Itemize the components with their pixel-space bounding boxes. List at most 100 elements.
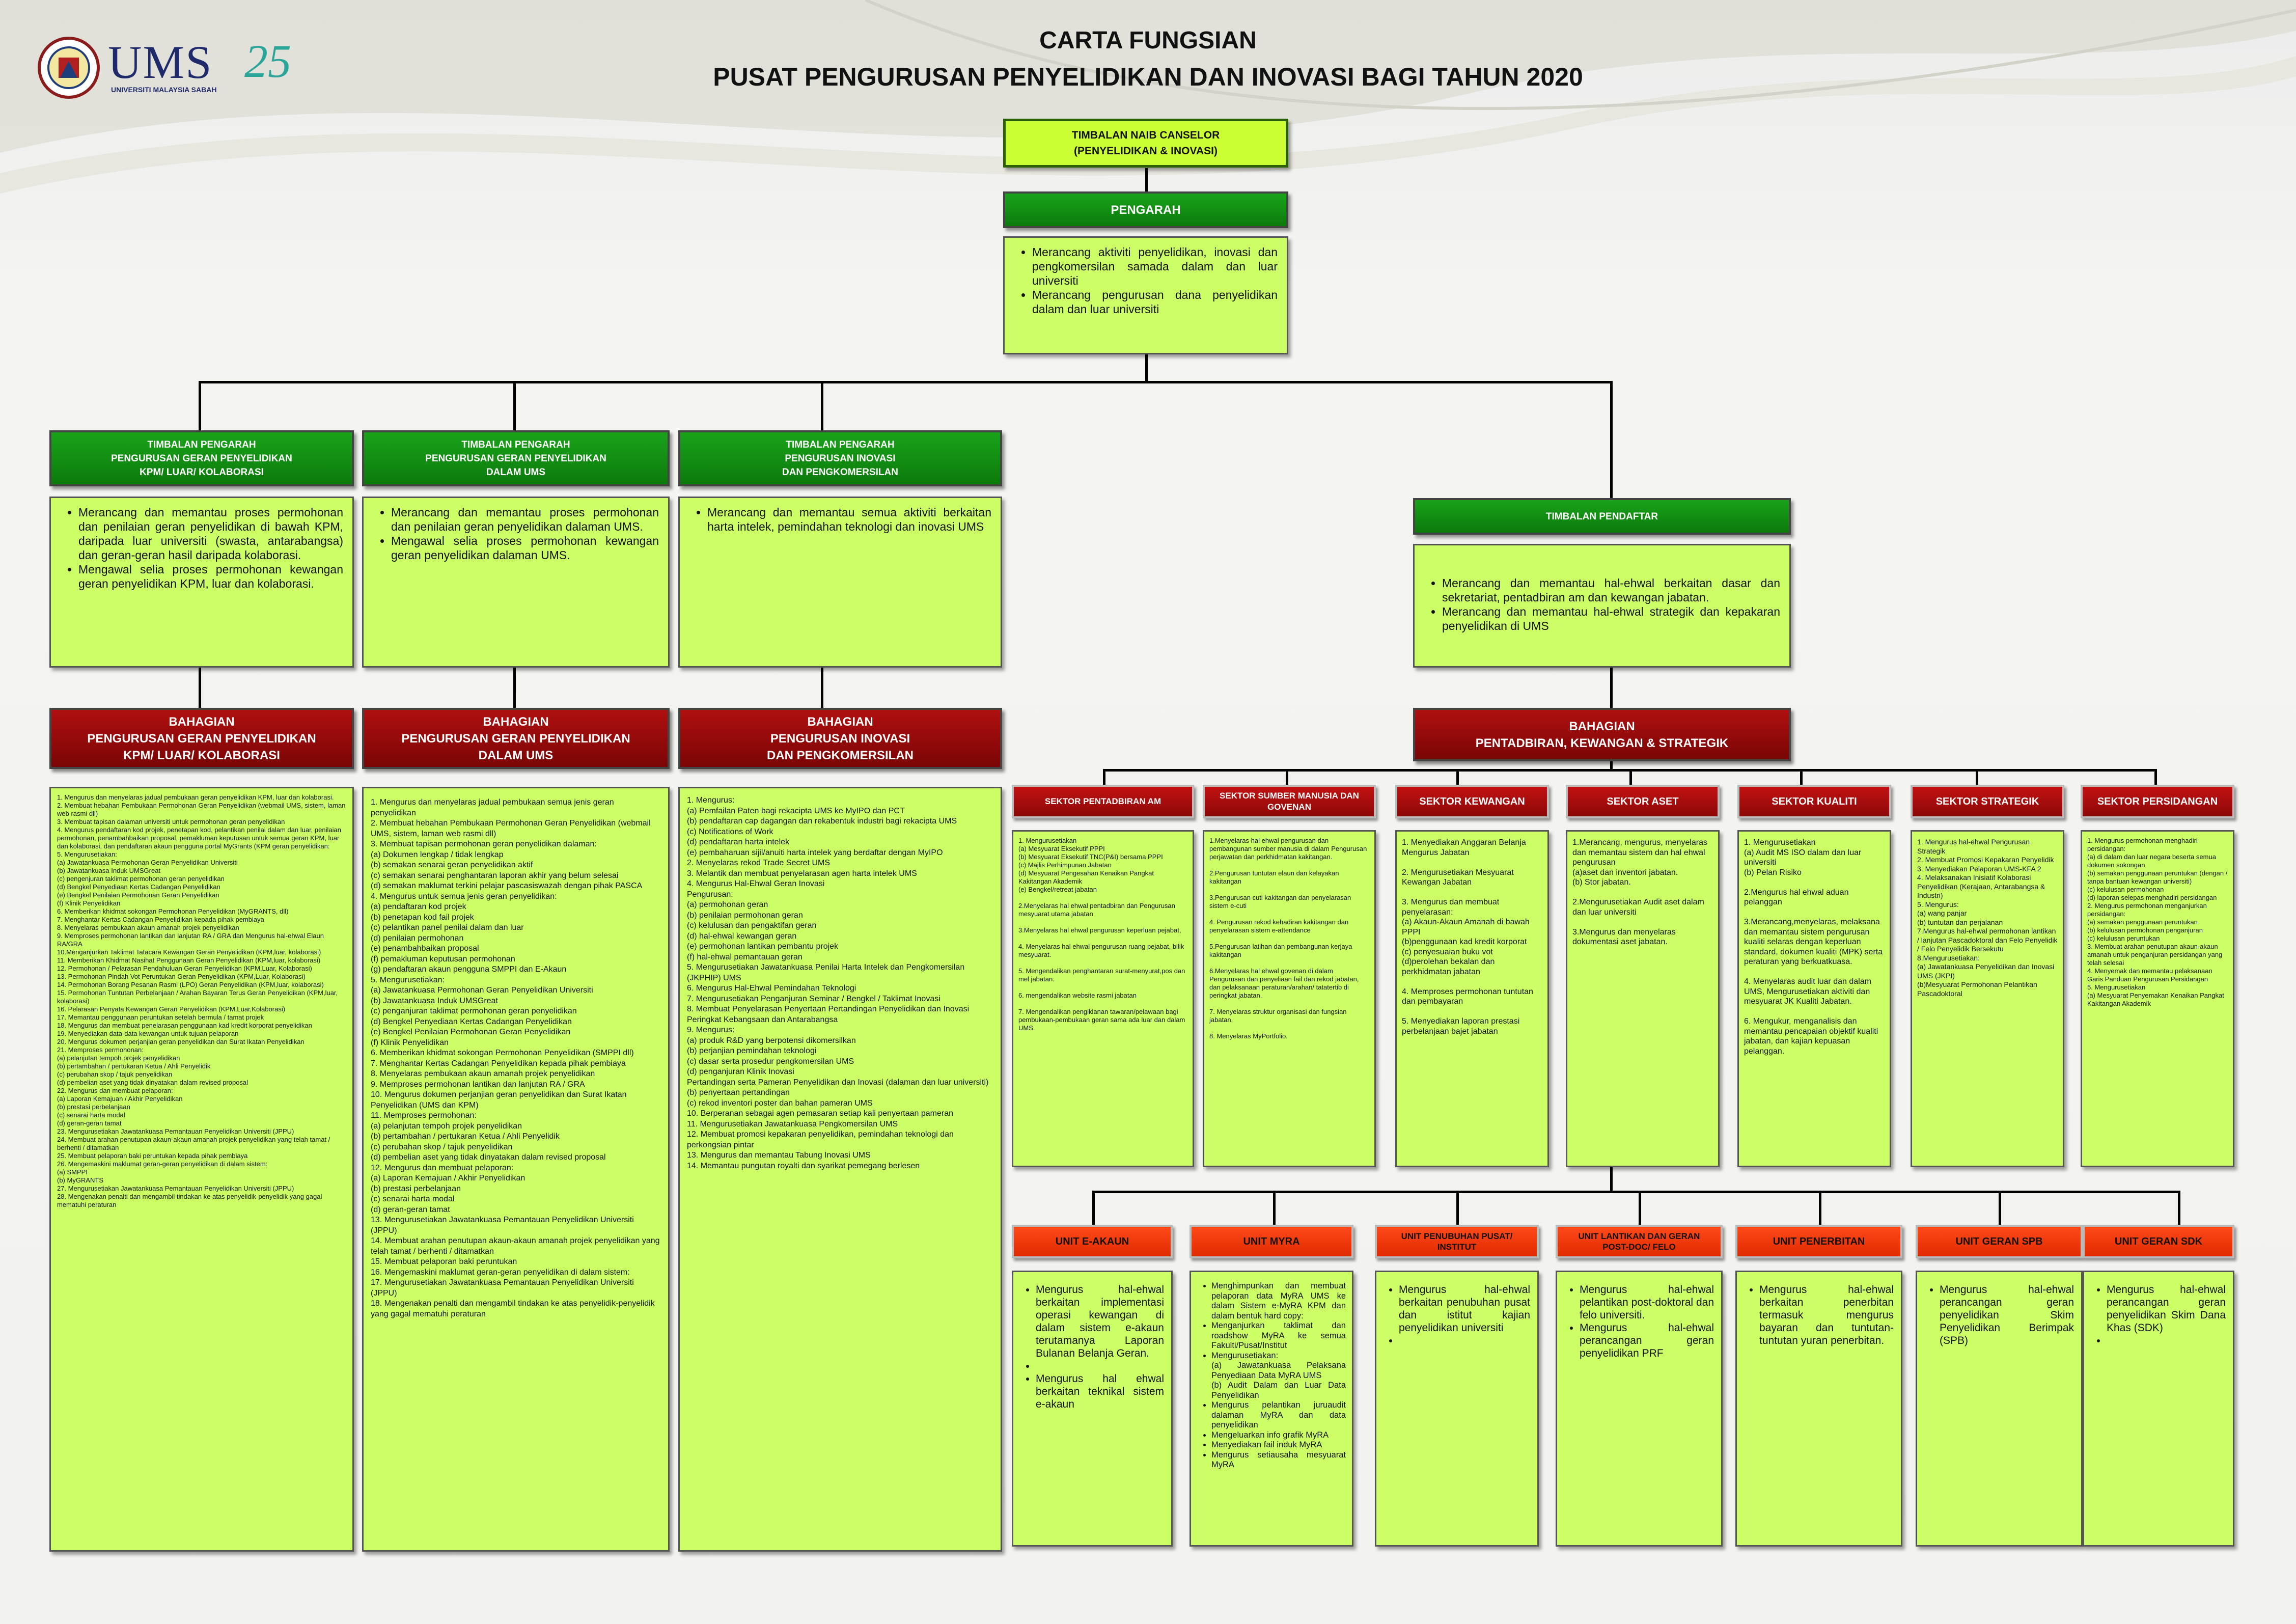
unit-penubuhan-duties: Mengurus hal-ehwal berkaitan penubuhan p… — [1375, 1271, 1539, 1547]
unit-lantikan-header: UNIT LANTIKAN DAN GERAN POST-DOC/ FELO — [1556, 1225, 1723, 1258]
connector — [199, 667, 201, 708]
bahagian-inovasi-header: BAHAGIAN PENGURUSAN INOVASI DAN PENGKOME… — [678, 708, 1002, 769]
duty-item — [1036, 1360, 1164, 1372]
duty-item: Mengeluarkan info grafik MyRA — [1211, 1430, 1346, 1441]
connector — [1456, 769, 1459, 785]
duty-item: Mengurus hal ehwal berkaitan teknikal si… — [1036, 1372, 1164, 1411]
connector — [513, 381, 516, 431]
duty-item: Mengawal selia proses permohonan kewanga… — [391, 534, 659, 562]
duty-item — [1399, 1334, 1530, 1347]
duty-item: Merancang pengurusan dana penyelidikan d… — [1032, 288, 1278, 316]
connector — [199, 381, 1612, 383]
duty-item: Mengurus hal-ehwal berkaitan penerbitan … — [1759, 1283, 1894, 1347]
connector — [1819, 1191, 1821, 1226]
bahagian-dalam-ums-header: BAHAGIAN PENGURUSAN GERAN PENYELIDIKAN D… — [362, 708, 670, 769]
connector — [1092, 1191, 1095, 1226]
connector — [199, 381, 201, 431]
sektor-sumber-manusia-header: SEKTOR SUMBER MANUSIA DAN GOVENAN — [1203, 785, 1376, 818]
duty-item: Mengurus setiausaha mesyuarat MyRA — [1211, 1450, 1346, 1470]
duty-item — [2107, 1334, 2226, 1347]
sektor-strategik-header: SEKTOR STRATEGIK — [1911, 785, 2064, 818]
connector — [1976, 769, 1978, 785]
connector — [1610, 761, 1613, 770]
duty-item: Merancang dan memantau semua aktiviti be… — [707, 505, 991, 534]
connector — [1103, 769, 1105, 785]
connector — [1610, 1166, 1613, 1192]
sektor-strategik-duties: 1. Mengurus hal-ehwal Pengurusan Strateg… — [1911, 830, 2064, 1167]
unit-penerbitan-duties: Mengurus hal-ehwal berkaitan penerbitan … — [1735, 1271, 1902, 1547]
connector — [1610, 381, 1613, 499]
bahagian-pentadbiran-header: BAHAGIAN PENTADBIRAN, KEWANGAN & STRATEG… — [1413, 708, 1791, 761]
bahagian-kpm-duties: 1. Mengurus dan menyelaras jadual pembuk… — [49, 787, 354, 1552]
duty-item: Mengurusetiakan: (a) Jawatankuasa Pelaks… — [1211, 1351, 1346, 1401]
connector — [1610, 667, 1613, 708]
sektor-aset-header: SEKTOR ASET — [1566, 785, 1720, 818]
connector — [2178, 1191, 2180, 1226]
connector — [1286, 769, 1288, 785]
connector — [513, 667, 516, 708]
duty-item: Mengurus hal-ehwal berkaitan implementas… — [1036, 1283, 1164, 1360]
tp1-duties: Merancang dan memantau proses permohonan… — [49, 497, 354, 668]
unit-myra-duties: Menghimpunkan dan membuat pelaporan data… — [1190, 1271, 1353, 1547]
ums-logo: UMS UNIVERSITI MALAYSIA SABAH 25 — [36, 33, 321, 109]
connector — [821, 381, 823, 431]
duty-item: Merancang dan memantau hal-ehwal strateg… — [1442, 604, 1780, 633]
unit-geran-spb-duties: Mengurus hal-ehwal perancangan geran pen… — [1916, 1271, 2083, 1547]
sektor-pentadbiran-am-header: SEKTOR PENTADBIRAN AM — [1012, 785, 1194, 818]
duty-item: Menghimpunkan dan membuat pelaporan data… — [1211, 1281, 1346, 1321]
pengarah-header: PENGARAH — [1003, 191, 1288, 228]
duty-item: Merancang aktiviti penyelidikan, inovasi… — [1032, 245, 1278, 288]
logo-text: UMS — [108, 36, 213, 88]
unit-penerbitan-header: UNIT PENERBITAN — [1735, 1225, 1902, 1258]
duty-item: Mengurus hal-ehwal perancangan geran pen… — [1940, 1283, 2074, 1347]
tp3-header: TIMBALAN PENGARAH PENGURUSAN INOVASI DAN… — [678, 430, 1002, 486]
duty-item: Mengurus hal-ehwal berkaitan penubuhan p… — [1399, 1283, 1530, 1334]
unit-e-akaun-header: UNIT E-AKAUN — [1012, 1225, 1173, 1258]
chart-title: CARTA FUNGSIAN — [1039, 27, 1257, 54]
tp2-header: TIMBALAN PENGARAH PENGURUSAN GERAN PENYE… — [362, 430, 670, 486]
unit-penubuhan-header: UNIT PENUBUHAN PUSAT/ INSTITUT — [1375, 1225, 1539, 1258]
logo-subtitle: UNIVERSITI MALAYSIA SABAH — [111, 86, 217, 94]
pengarah-duties: Merancang aktiviti penyelidikan, inovasi… — [1003, 236, 1288, 354]
duty-item: Mengurus hal-ehwal perancangan geran pen… — [2107, 1283, 2226, 1334]
connector — [1145, 168, 1148, 192]
duty-item: Mengawal selia proses permohonan kewanga… — [78, 562, 343, 591]
tp1-header: TIMBALAN PENGARAH PENGURUSAN GERAN PENYE… — [49, 430, 354, 486]
duty-item: Menganjurkan taklimat dan roadshow MyRA … — [1211, 1321, 1346, 1351]
duty-item: Menyediakan fail induk MyRA — [1211, 1440, 1346, 1450]
bahagian-kpm-header: BAHAGIAN PENGURUSAN GERAN PENYELIDIKAN K… — [49, 708, 354, 769]
sektor-persidangan-duties: 1. Mengurus permohonan menghadiri persid… — [2081, 830, 2234, 1167]
unit-lantikan-duties: Mengurus hal-ehwal pelantikan post-dokto… — [1556, 1271, 1723, 1547]
connector — [1999, 1191, 2001, 1226]
sektor-kewangan-duties: 1. Menyediakan Anggaran Belanja Mengurus… — [1395, 830, 1549, 1167]
sektor-sumber-manusia-duties: 1.Menyelaras hal ehwal pengurusan dan pe… — [1203, 830, 1376, 1167]
connector — [1629, 769, 1632, 785]
sektor-kualiti-duties: 1. Mengurusetiakan (a) Audit MS ISO dala… — [1737, 830, 1891, 1167]
unit-geran-spb-header: UNIT GERAN SPB — [1916, 1225, 2083, 1258]
unit-myra-header: UNIT MYRA — [1190, 1225, 1353, 1258]
connector — [2154, 769, 2157, 785]
unit-geran-sdk-header: UNIT GERAN SDK — [2083, 1225, 2234, 1258]
connector — [1092, 1191, 2180, 1193]
chart-subtitle: PUSAT PENGURUSAN PENYELIDIKAN DAN INOVAS… — [713, 63, 1583, 91]
connector — [1456, 1191, 1459, 1226]
duty-item: Merancang dan memantau proses permohonan… — [391, 505, 659, 534]
tp2-duties: Merancang dan memantau proses permohonan… — [362, 497, 670, 668]
tnc-box: TIMBALAN NAIB CANSELOR (PENYELIDIKAN & I… — [1003, 119, 1288, 168]
bahagian-inovasi-duties: 1. Mengurus: (a) Pemfailan Paten bagi re… — [678, 787, 1002, 1552]
unit-geran-sdk-duties: Mengurus hal-ehwal perancangan geran pen… — [2083, 1271, 2234, 1547]
duty-item: Merancang dan memantau hal-ehwal berkait… — [1442, 576, 1780, 604]
duty-item: Mengurus hal-ehwal pelantikan post-dokto… — [1580, 1283, 1714, 1322]
sektor-kewangan-header: SEKTOR KEWANGAN — [1395, 785, 1549, 818]
tpd-duties: Merancang dan memantau hal-ehwal berkait… — [1413, 544, 1791, 668]
duty-item: Merancang dan memantau proses permohonan… — [78, 505, 343, 562]
connector — [1273, 1191, 1276, 1226]
duty-item: Mengurus hal-ehwal perancangan geran pen… — [1580, 1322, 1714, 1360]
connector — [1800, 769, 1803, 785]
connector — [821, 667, 823, 708]
sektor-pentadbiran-am-duties: 1. Mengurusetiakan (a) Mesyuarat Eksekut… — [1012, 830, 1194, 1167]
anniversary-badge: 25 — [244, 35, 291, 87]
connector — [1145, 354, 1148, 382]
sektor-kualiti-header: SEKTOR KUALITI — [1737, 785, 1891, 818]
sektor-aset-duties: 1.Merancang, mengurus, menyelaras dan me… — [1566, 830, 1720, 1167]
